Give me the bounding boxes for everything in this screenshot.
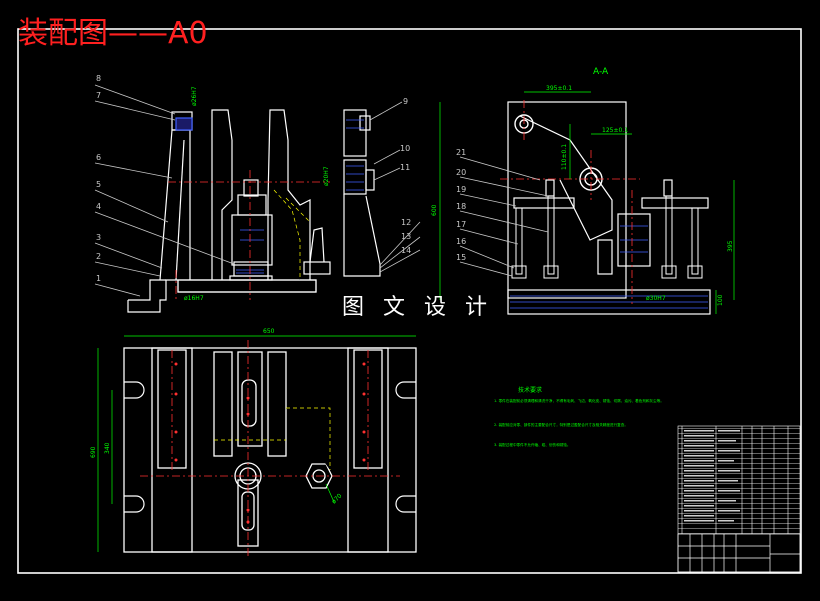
dimension-text: 690: [90, 446, 97, 458]
parts-list-filled: [684, 430, 740, 522]
dimension-text: 600: [431, 204, 438, 216]
part-number: 13: [401, 232, 411, 241]
section-view: [507, 101, 711, 315]
part-number: 21: [456, 148, 466, 157]
front-view: [127, 109, 331, 313]
part-number: 2: [96, 252, 101, 261]
front-view-centerlines: [168, 170, 330, 302]
note-line: 3. 装配过程中零件不允许磕、碰、划伤和锈蚀。: [494, 442, 570, 447]
plan-centerlines: [140, 340, 400, 556]
note-line: 2. 装配前应对零、部件的主要配合尺寸，特别是过盈配合尺寸及相关精度进行复查。: [494, 422, 628, 427]
dimension-text: 395: [727, 240, 734, 252]
dimension-text: ø30H7: [646, 295, 666, 302]
dimension-text: 395±0.1: [546, 85, 572, 92]
side-view-hatch: [346, 119, 364, 191]
side-leaders: [369, 101, 421, 273]
dimension-text: ø20H7: [323, 166, 330, 186]
part-number: 20: [456, 168, 466, 177]
title-block: [677, 533, 801, 573]
section-dimension-lines: [439, 91, 735, 314]
part-number: 5: [96, 180, 101, 189]
part-number: 12: [401, 218, 411, 227]
part-number: 15: [456, 253, 466, 262]
side-view: [343, 109, 381, 277]
part-number: 16: [456, 237, 466, 246]
part-number: 19: [456, 185, 466, 194]
part-number: 7: [96, 91, 101, 100]
dimension-text: 125±0.1: [602, 127, 628, 134]
note-line: 1. 零件在装配前必须清理和清洗干净，不得有毛刺、飞边、氧化皮、锈蚀、切屑、油污…: [494, 398, 664, 403]
dimension-text: 100: [717, 294, 724, 306]
section-hatch: [510, 225, 708, 309]
side-part-labels: 9 10 11 12 13 14: [400, 97, 411, 255]
plan-hidden: [214, 407, 331, 470]
section-dimensions: 395±0.1 125±0.1 110±0.1 600 395 100 ø30H…: [431, 85, 734, 306]
outer-frame: [17, 28, 802, 574]
technical-notes: 技术要求 1. 零件在装配前必须清理和清洗干净，不得有毛刺、飞边、氧化皮、锈蚀、…: [494, 386, 664, 447]
front-view-hidden: [273, 189, 311, 280]
drawing-title: 装配图——A0: [18, 16, 208, 51]
part-number: 8: [96, 74, 101, 83]
section-label: A-A: [593, 67, 609, 77]
section-leaders: [459, 156, 549, 277]
dimension-text: 110±0.1: [561, 144, 568, 170]
notes-title: 技术要求: [518, 386, 542, 394]
plan-red-marks: [174, 362, 366, 524]
section-bolts: [511, 195, 703, 279]
part-number: 11: [400, 163, 410, 172]
front-part-labels: 8 7 6 5 4 3 2 1: [96, 74, 101, 283]
part-number: 17: [456, 220, 466, 229]
part-number: 1: [96, 274, 101, 283]
plan-slots: [124, 381, 416, 513]
part-number: 3: [96, 233, 101, 242]
parts-list: [677, 425, 801, 573]
dimension-text: 340: [104, 442, 111, 454]
front-leaders: [94, 84, 235, 297]
watermark-text: 图 文 设 计: [342, 295, 493, 320]
part-number: 14: [401, 246, 411, 255]
plan-dimension-lines: [97, 335, 416, 552]
dimension-text: ø16H7: [184, 295, 204, 302]
dimension-text: 650: [263, 328, 275, 335]
part-number: 18: [456, 202, 466, 211]
part-number: 6: [96, 153, 101, 162]
dimension-text: ø26H7: [191, 86, 198, 106]
part-number: 10: [400, 144, 410, 153]
parts-list-rows: [678, 428, 800, 534]
part-number: 9: [403, 97, 408, 106]
section-part-labels: 21 20 19 18 17 16 15: [456, 148, 466, 262]
front-dimensions: ø26H7 ø20H7 ø16H7: [184, 86, 330, 302]
part-number: 4: [96, 202, 101, 211]
